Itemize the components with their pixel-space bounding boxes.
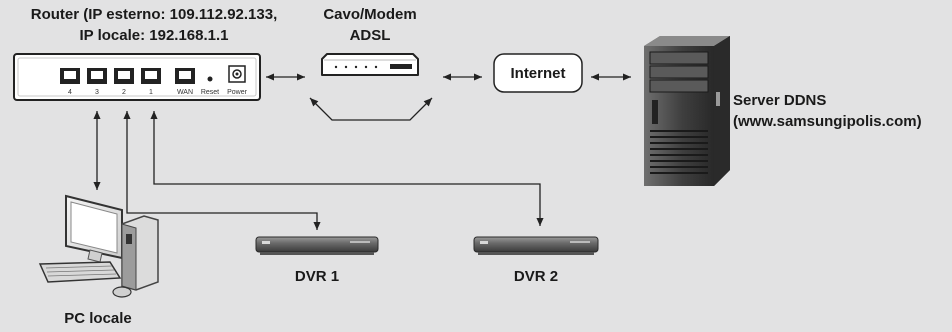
- pc-label: PC locale: [64, 310, 132, 327]
- router-label-line1: Router (IP esterno: 109.112.92.133,: [30, 6, 278, 23]
- router-port-label: 3: [95, 89, 99, 96]
- modem-device: [321, 53, 419, 76]
- modem-status-leds-icon: [334, 65, 378, 69]
- dvr-2-device: [473, 236, 599, 255]
- internet-label: Internet: [510, 65, 566, 82]
- router-port-label: 2: [122, 89, 126, 96]
- connection-lines: [93, 73, 631, 230]
- desktop-pc-icon: [38, 194, 159, 298]
- router-dvr2-link: [150, 111, 544, 226]
- modem-label-line1: Cavo/Modem: [323, 6, 417, 23]
- modem-label: Cavo/Modem ADSL: [318, 4, 422, 46]
- server-label-line1: Server DDNS: [733, 92, 827, 109]
- modem-label-line2: ADSL: [349, 27, 391, 44]
- server-label: Server DDNS (www.samsungipolis.com): [733, 90, 922, 132]
- router-label-line2: IP locale: 192.168.1.1: [79, 27, 229, 44]
- dvr-1-device: [255, 236, 379, 255]
- router-port-4: 4: [60, 68, 80, 96]
- router-port-3: 3: [87, 68, 107, 96]
- dvr-1-label: DVR 1: [294, 268, 340, 285]
- router-label: Router (IP esterno: 109.112.92.133, IP l…: [4, 4, 304, 46]
- internet-cloud-box: [493, 53, 583, 93]
- router-port-2: 2: [114, 68, 134, 96]
- router-port-1: 1: [141, 68, 161, 96]
- router-reset-label: Reset: [201, 89, 219, 96]
- router-dvr1-link: [123, 111, 321, 230]
- router-power-label: Power: [227, 89, 248, 96]
- router-port-label: 4: [68, 89, 72, 96]
- router-port-label: WAN: [177, 89, 193, 96]
- router-port-wan: WAN: [175, 68, 195, 96]
- router-port-label: 1: [149, 89, 153, 96]
- server-label-line2: (www.samsungipolis.com): [733, 113, 922, 130]
- server-tower-icon: [644, 36, 730, 186]
- modem-loop-link: [309, 97, 433, 121]
- reset-button-icon: [207, 76, 213, 82]
- dvr-2-label: DVR 2: [513, 268, 559, 285]
- router-device: 4 3 2 1 WAN Reset Power: [13, 53, 261, 101]
- power-socket-icon: [228, 65, 246, 83]
